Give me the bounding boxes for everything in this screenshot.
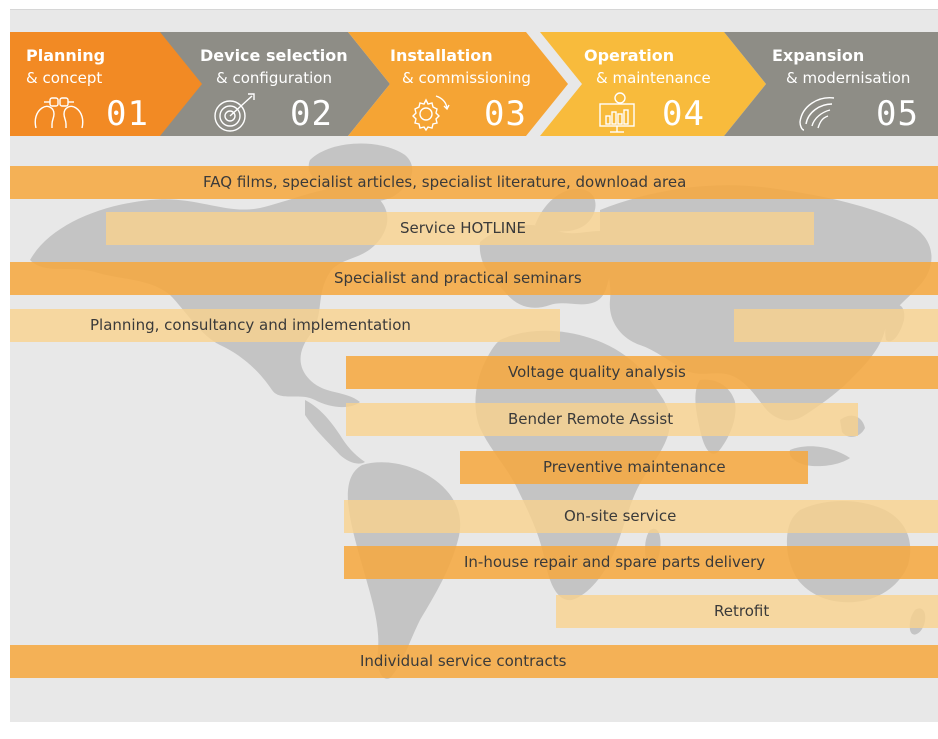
stage-number: 03 (484, 94, 527, 134)
service-bar-preventive-maintenance: Preventive maintenance (460, 451, 808, 484)
stage-planning-chevron (10, 32, 210, 136)
stage-device-selection-chevron (160, 32, 390, 136)
handshake-heads-icon (32, 92, 86, 134)
service-bar-hotline: Service HOTLINE (106, 212, 814, 245)
service-label: Retrofit (714, 602, 770, 620)
stage-installation: Installation & commissioning 03 (348, 32, 568, 136)
stage-number: 01 (106, 94, 149, 134)
stage-title: Expansion (772, 46, 865, 65)
service-label: Bender Remote Assist (508, 410, 674, 428)
service-label: Service HOTLINE (400, 219, 526, 237)
service-bar-contracts: Individual service contracts (10, 645, 938, 678)
top-divider (10, 9, 938, 10)
service-bar-remote-assist: Bender Remote Assist (346, 403, 858, 436)
service-bar-planning: Planning, consultancy and implementation (10, 309, 560, 342)
stage-installation-chevron (348, 32, 568, 136)
service-label: Planning, consultancy and implementation (90, 316, 411, 334)
monitor-chart-icon (598, 92, 638, 138)
stage-number: 02 (290, 94, 333, 134)
stage-expansion: Expansion & modernisation 05 (724, 32, 938, 136)
swirl-icon (794, 92, 838, 136)
service-bar-faq: FAQ films, specialist articles, speciali… (10, 166, 938, 199)
stage-operation-chevron (540, 32, 766, 136)
service-label: In-house repair and spare parts delivery (464, 553, 766, 571)
stage-title: Installation (390, 46, 493, 65)
stage-title: Device selection (200, 46, 348, 65)
service-bar-retrofit: Retrofit (556, 595, 938, 628)
service-label: Voltage quality analysis (508, 363, 686, 381)
target-icon (212, 92, 260, 136)
stage-subtitle: & concept (26, 69, 103, 87)
stage-expansion-chevron (724, 32, 938, 136)
service-bar-on-site: On-site service (344, 500, 938, 533)
stage-header: Planning & concept 01 Device selection &… (10, 32, 938, 136)
service-label: Specialist and practical seminars (334, 269, 582, 287)
service-lifecycle-diagram: Planning & concept 01 Device selection &… (10, 10, 938, 722)
stage-title: Planning (26, 46, 106, 65)
service-bar-seminars: Specialist and practical seminars (10, 262, 938, 295)
gear-icon (406, 92, 450, 136)
stage-operation: Operation & maintenance 04 (540, 32, 766, 136)
service-label: Preventive maintenance (543, 458, 726, 476)
stage-subtitle: & commissioning (402, 69, 531, 87)
stage-subtitle: & configuration (216, 69, 332, 87)
service-bar-planning-expansion (734, 309, 938, 342)
stage-subtitle: & maintenance (596, 69, 711, 87)
stage-number: 04 (662, 94, 705, 134)
stage-number: 05 (876, 94, 919, 134)
service-label: On-site service (564, 507, 677, 525)
service-bar-voltage-quality: Voltage quality analysis (346, 356, 938, 389)
service-bar-repair: In-house repair and spare parts delivery (344, 546, 938, 579)
service-label: Individual service contracts (360, 652, 567, 670)
stage-subtitle: & modernisation (786, 69, 911, 87)
service-label: FAQ films, specialist articles, speciali… (203, 173, 687, 191)
stage-planning: Planning & concept 01 (10, 32, 210, 136)
stage-title: Operation (584, 46, 675, 65)
stage-device-selection: Device selection & configuration 02 (160, 32, 390, 136)
